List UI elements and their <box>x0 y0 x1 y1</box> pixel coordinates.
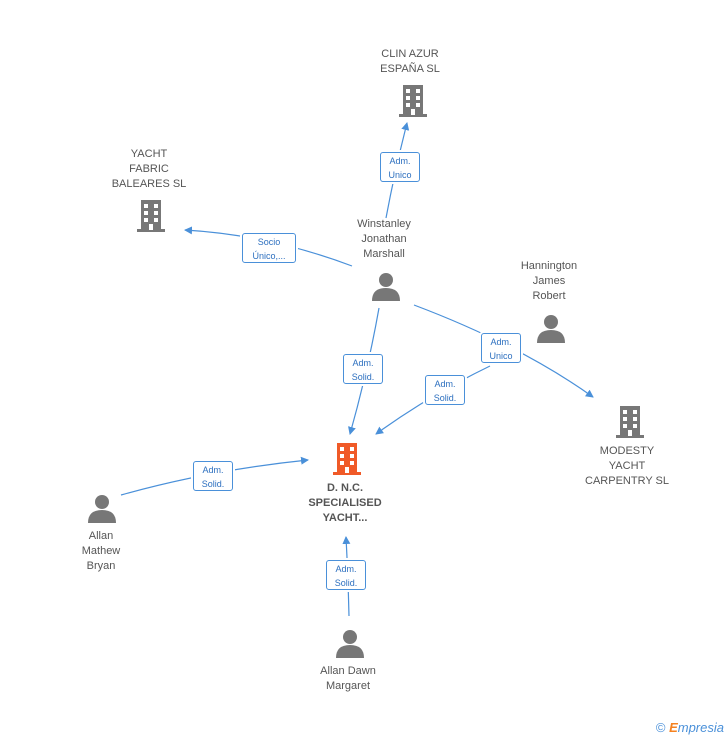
person-icon[interactable] <box>536 314 566 344</box>
building-icon-main[interactable] <box>331 441 363 477</box>
edge-label-role[interactable]: Adm. Unico <box>481 333 521 363</box>
person-label-allan-dawn[interactable]: Allan Dawn Margaret <box>320 665 376 692</box>
edge-label-role[interactable]: Socio Único,... <box>242 233 296 263</box>
edge-label-role[interactable]: Adm. Solid. <box>425 375 465 405</box>
person-label-allan-mathew[interactable]: Allan Mathew Bryan <box>81 530 121 572</box>
brand-logo-text: mpresia <box>677 720 724 735</box>
company-label-yacht-fabric[interactable]: YACHT FABRIC BALEARES SL <box>111 148 187 190</box>
person-icon[interactable] <box>87 494 117 524</box>
edge-label-role[interactable]: Adm. Solid. <box>326 560 366 590</box>
empresia-brand[interactable]: © Empresia <box>656 720 724 735</box>
company-label-main[interactable]: D. N.C. SPECIALISED YACHT... <box>308 482 382 524</box>
company-label-modesty[interactable]: MODESTY YACHT CARPENTRY SL <box>585 445 669 487</box>
building-icon[interactable] <box>614 404 646 440</box>
person-icon[interactable] <box>371 272 401 302</box>
building-icon[interactable] <box>397 83 429 119</box>
person-icon[interactable] <box>335 629 365 659</box>
person-label-hannington[interactable]: Hannington James Robert <box>520 260 578 302</box>
brand-logo-letter: E <box>669 720 678 735</box>
edge-label-role[interactable]: Adm. Solid. <box>343 354 383 384</box>
building-icon[interactable] <box>135 198 167 234</box>
company-label-clin-azur[interactable]: CLIN AZUR ESPAÑA SL <box>380 48 440 75</box>
copyright-symbol: © <box>655 720 666 735</box>
edge-label-role[interactable]: Adm. Solid. <box>193 461 233 491</box>
person-label-winstanley[interactable]: Winstanley Jonathan Marshall <box>357 218 411 260</box>
edge-label-role[interactable]: Adm. Unico <box>380 152 420 182</box>
